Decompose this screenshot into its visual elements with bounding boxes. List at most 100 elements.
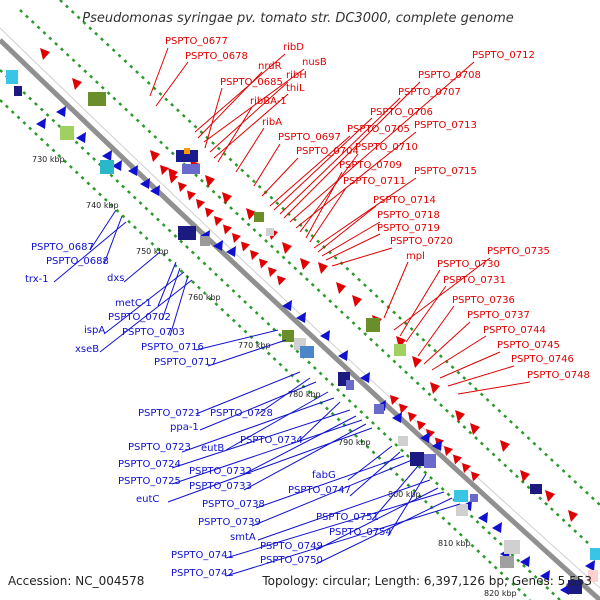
label-leader-line — [243, 415, 357, 475]
cog-block — [588, 570, 598, 582]
label-leader-line — [309, 187, 347, 243]
kbp-tick: 780 kbp — [288, 390, 321, 399]
cog-block — [410, 452, 424, 466]
label-leader-line — [197, 71, 263, 139]
gene-label: PSPTO_0706 — [370, 107, 433, 118]
gene-label: PSPTO_0734 — [240, 435, 303, 446]
gene-label: eutC — [136, 494, 159, 505]
label-leader-line — [213, 93, 289, 159]
gene-label: PSPTO_0719 — [377, 223, 440, 234]
reverse-gene-arrow — [128, 165, 138, 176]
label-leader-line — [161, 267, 181, 321]
map-title: Pseudomonas syringae pv. tomato str. DC3… — [82, 11, 514, 26]
forward-gene-arrow — [300, 258, 310, 270]
label-leader-line — [99, 279, 193, 353]
label-leader-line — [257, 479, 431, 541]
label-leader-line — [315, 487, 439, 551]
gene-label: metC-1 — [115, 298, 152, 309]
label-leader-line — [457, 381, 531, 395]
gene-label: PSPTO_0754 — [329, 527, 392, 538]
cog-color-blocks — [6, 70, 600, 594]
cog-block — [470, 494, 478, 502]
cog-block — [200, 236, 210, 246]
forward-gene-arrow — [453, 454, 462, 465]
topology-text: Topology: circular; Length: 6,397,126 bp… — [261, 574, 592, 588]
reverse-label-leaders — [53, 209, 461, 577]
kbp-tick: 750 kbp — [136, 247, 169, 256]
label-leader-line — [89, 209, 117, 251]
label-leader-line — [204, 87, 223, 149]
forward-gene-arrow — [205, 207, 214, 218]
gene-label: PSPTO_0710 — [355, 142, 418, 153]
gene-label: mpl — [406, 251, 425, 262]
gene-label: PSPTO_0732 — [189, 466, 252, 477]
cog-block — [456, 504, 468, 516]
cog-block — [176, 150, 198, 162]
gene-label: smtA — [230, 532, 256, 543]
forward-gene-arrow — [568, 510, 578, 522]
forward-gene-arrow — [72, 78, 82, 90]
gene-label: PSPTO_0720 — [390, 236, 453, 247]
cog-block — [182, 164, 200, 174]
label-leader-line — [447, 365, 515, 387]
gene-label: PSPTO_0735 — [487, 246, 550, 257]
cog-block — [266, 228, 274, 236]
forward-gene-arrow — [178, 182, 187, 192]
label-leader-line — [157, 261, 177, 307]
cog-block — [454, 490, 468, 502]
gene-label: PSPTO_0738 — [202, 499, 265, 510]
label-leader-line — [321, 221, 381, 257]
forward-gene-arrow — [318, 262, 328, 274]
label-leader-line — [399, 269, 441, 337]
reverse-gene-arrow — [585, 560, 595, 571]
gene-label: thiL — [286, 83, 305, 94]
forward-gene-labels: PSPTO_0677 PSPTO_0678 ribD nrdR nusB PSP… — [165, 36, 590, 381]
forward-gene-arrow — [470, 423, 480, 435]
gene-label: PSPTO_0708 — [418, 70, 481, 81]
forward-gene-arrow — [222, 192, 232, 204]
cog-block — [568, 580, 582, 594]
label-leader-line — [417, 305, 455, 357]
genome-backbone — [0, 38, 600, 600]
gene-label: PSPTO_0702 — [108, 312, 171, 323]
gene-label: PSPTO_0677 — [165, 36, 228, 47]
reverse-gene-labels: PSPTO_0687 PSPTO_0688 trx-1 dxs metC-1 P… — [25, 242, 392, 579]
label-leader-line — [315, 497, 453, 565]
gene-label: PSPTO_0736 — [452, 295, 515, 306]
forward-gene-arrow — [399, 403, 408, 414]
accession-text: Accession: NC_004578 — [8, 574, 144, 588]
cog-block — [500, 556, 514, 568]
cog-block — [100, 160, 114, 174]
forward-gene-arrow — [282, 242, 292, 254]
reverse-gene-arrow — [296, 312, 306, 323]
gene-label: PSPTO_0703 — [122, 327, 185, 338]
gene-label: ribA — [262, 117, 282, 128]
forward-gene-arrow — [205, 175, 215, 187]
label-leader-line — [317, 205, 377, 253]
label-leader-line — [269, 135, 351, 207]
forward-gene-arrow — [462, 463, 471, 473]
forward-gene-arrow — [444, 446, 453, 456]
cog-block — [254, 212, 264, 222]
cog-block — [282, 330, 294, 342]
gene-label: xseB — [75, 344, 99, 355]
reverse-gene-arrow — [140, 178, 150, 189]
gene-label: PSPTO_0731 — [443, 275, 506, 286]
cog-block — [184, 148, 190, 154]
label-leader-line — [181, 397, 335, 453]
gene-label: nusB — [302, 57, 327, 68]
gene-label: PSPTO_0723 — [128, 442, 191, 453]
reverse-gene-arrow — [492, 522, 502, 533]
gene-label: PSPTO_0717 — [154, 357, 217, 368]
gene-label: PSPTO_0688 — [46, 256, 109, 267]
label-leader-line — [53, 221, 127, 283]
gene-label: ppa-1 — [170, 422, 199, 433]
gene-label: PSPTO_0704 — [296, 146, 359, 157]
gene-label: nrdR — [258, 61, 282, 72]
label-leader-line — [171, 409, 351, 469]
cog-block — [424, 454, 436, 468]
label-leader-line — [195, 329, 279, 351]
label-leader-line — [199, 381, 317, 431]
forward-gene-arrow — [196, 199, 205, 209]
